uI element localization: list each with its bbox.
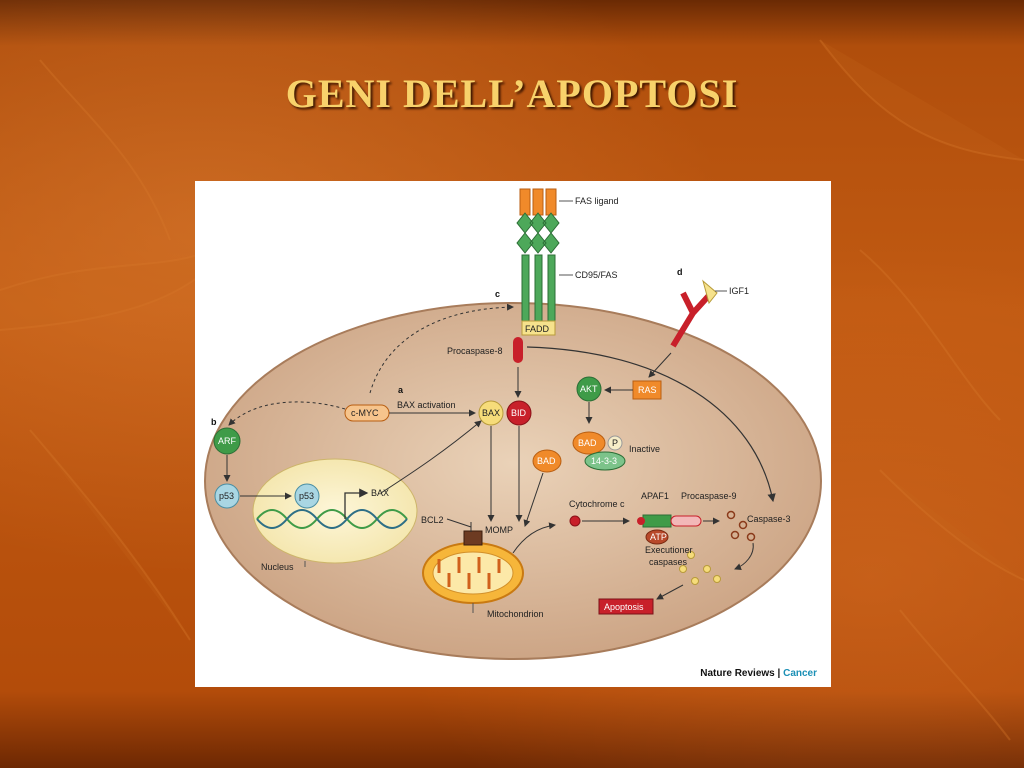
bcl2-channel bbox=[463, 530, 483, 546]
mitochondrion-label: Mitochondrion bbox=[487, 609, 544, 619]
nucleus-label: Nucleus bbox=[261, 562, 294, 572]
executioner-caspases-label-2: caspases bbox=[649, 557, 688, 567]
cytochrome-c-label: Cytochrome c bbox=[569, 499, 625, 509]
executioner-caspases-label-1: Executioner bbox=[645, 545, 693, 555]
inactive-label: Inactive bbox=[629, 444, 660, 454]
apaf1-node bbox=[642, 514, 672, 528]
akt-node bbox=[576, 376, 602, 402]
apoptosis-label: Apoptosis bbox=[604, 602, 644, 612]
procaspase9-node bbox=[670, 515, 702, 527]
bad-label: BAD bbox=[537, 456, 556, 466]
cell-body bbox=[204, 302, 822, 660]
journal-name: Nature Reviews bbox=[700, 668, 775, 679]
procaspase8-node bbox=[513, 337, 523, 363]
cd95-fas-label: CD95/FAS bbox=[575, 270, 618, 280]
atp-node bbox=[645, 529, 669, 545]
igf1-receptor bbox=[670, 279, 718, 348]
procaspase9-label: Procaspase-9 bbox=[681, 491, 737, 501]
cmyc-label: c-MYC bbox=[351, 408, 379, 418]
protein-1433-label: 14-3-3 bbox=[591, 456, 617, 466]
apoptosis-node bbox=[598, 598, 654, 615]
apaf1-label: APAF1 bbox=[641, 491, 669, 501]
dna-helix bbox=[256, 509, 408, 529]
fas-ligand bbox=[519, 188, 557, 216]
fadd-label: FADD bbox=[525, 324, 550, 334]
arf-label: ARF bbox=[218, 436, 237, 446]
executioner-caspases-group bbox=[679, 551, 721, 585]
p53-cytoplasm-node bbox=[214, 483, 240, 509]
bad-node bbox=[532, 449, 562, 473]
protein-1433-node bbox=[584, 451, 626, 471]
bcl2-label: BCL2 bbox=[421, 515, 444, 525]
bax-activation-label: BAX activation bbox=[397, 400, 456, 410]
momp-label: MOMP bbox=[485, 525, 513, 535]
bid-node bbox=[506, 400, 532, 426]
bad-p-label: BAD bbox=[578, 438, 597, 448]
caspase3-label: Caspase-3 bbox=[747, 514, 791, 524]
arf-node bbox=[213, 427, 241, 455]
phospho-node bbox=[607, 435, 623, 451]
caspase3-group bbox=[726, 510, 756, 542]
panel-a-label: a bbox=[398, 385, 404, 395]
credit-separator: | bbox=[774, 668, 784, 679]
ras-label: RAS bbox=[638, 385, 657, 395]
cytochrome-c-node bbox=[569, 515, 581, 527]
procaspase8-label: Procaspase-8 bbox=[447, 346, 503, 356]
bax-node-label: BAX bbox=[482, 408, 500, 418]
bid-label: BID bbox=[511, 408, 527, 418]
bax-node bbox=[478, 400, 504, 426]
figure-credit: Nature Reviews | Cancer bbox=[700, 668, 817, 679]
phospho-label: P bbox=[612, 438, 618, 448]
apoptosis-pathway-figure: BAX FADD FAS ligand CD95/FAS Procaspase-… bbox=[195, 181, 831, 687]
journal-section: Cancer bbox=[783, 668, 817, 679]
fas-ligand-label: FAS ligand bbox=[575, 196, 619, 206]
panel-c-label: c bbox=[495, 289, 500, 299]
slide-title: GENI DELL’APOPTOSI bbox=[285, 71, 739, 116]
p53-cytoplasm-label: p53 bbox=[219, 491, 234, 501]
akt-label: AKT bbox=[580, 384, 598, 394]
p53-nucleus-label: p53 bbox=[299, 491, 314, 501]
bad-p-node bbox=[572, 431, 606, 455]
p53-nucleus-node bbox=[294, 483, 320, 509]
pathway-diagram: BAX FADD FAS ligand CD95/FAS Procaspase-… bbox=[204, 188, 822, 660]
atp-label: ATP bbox=[650, 532, 667, 542]
panel-d-label: d bbox=[677, 267, 683, 277]
panel-b-label: b bbox=[211, 417, 217, 427]
bax-gene-label: BAX bbox=[371, 488, 389, 498]
cytochrome-c-bound bbox=[637, 517, 645, 525]
fadd-box bbox=[521, 320, 556, 336]
igf1-label: IGF1 bbox=[729, 286, 749, 296]
cd95-fas-receptor bbox=[516, 212, 560, 322]
